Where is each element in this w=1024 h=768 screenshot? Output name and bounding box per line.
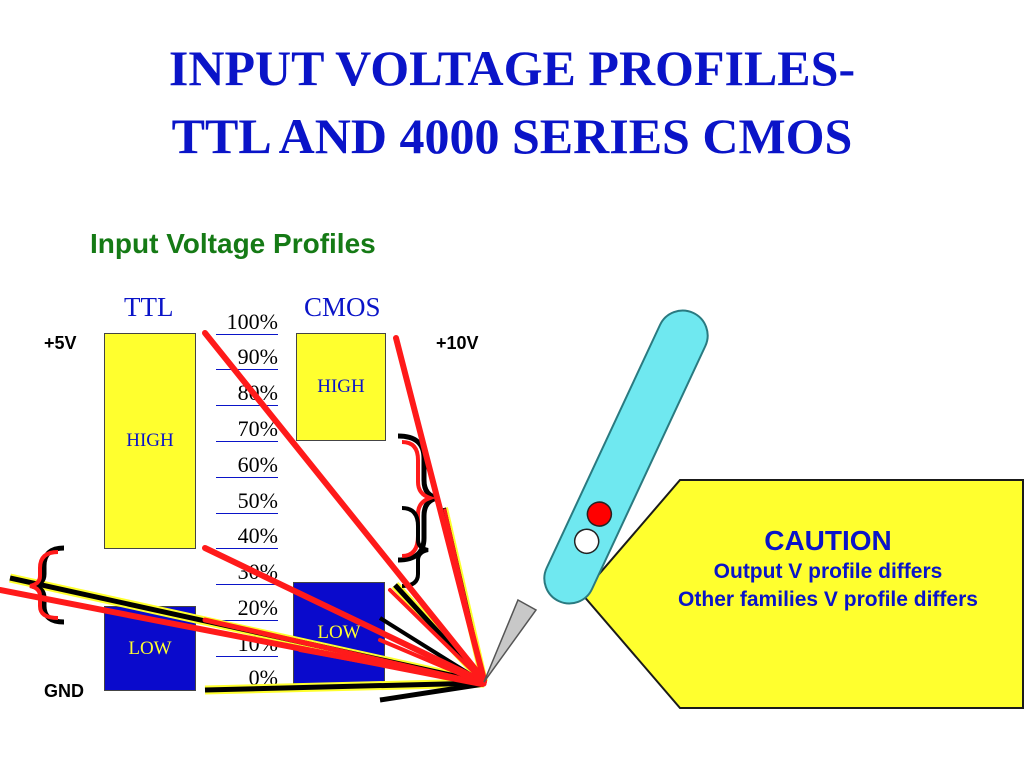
percent-tick-line bbox=[216, 620, 278, 621]
left-brace-icon bbox=[29, 550, 59, 620]
percent-tick-label: 60% bbox=[237, 452, 278, 477]
ttl-high-region: HIGH bbox=[104, 333, 196, 549]
percent-tick-label: 70% bbox=[237, 416, 278, 441]
percent-tick-line bbox=[216, 477, 278, 478]
cmos-heading: CMOS bbox=[304, 292, 381, 322]
percent-tick-label: 40% bbox=[237, 523, 278, 548]
cmos-high-label: HIGH bbox=[317, 376, 365, 397]
title-line-2: TTL AND 4000 SERIES CMOS bbox=[171, 108, 853, 164]
cmos-high-region: HIGH bbox=[296, 333, 386, 441]
percent-tick-line bbox=[216, 584, 278, 585]
ttl-gnd-label: GND bbox=[44, 681, 84, 701]
percent-tick-line bbox=[216, 405, 278, 406]
ttl-high-label: HIGH bbox=[126, 430, 174, 451]
ttl-top-voltage: +5V bbox=[44, 333, 77, 353]
probe-white-led-icon bbox=[573, 528, 600, 555]
percent-tick-label: 20% bbox=[237, 595, 278, 620]
ttl-heading: TTL bbox=[124, 292, 174, 322]
percent-tick-label: 50% bbox=[237, 488, 278, 513]
percent-tick-line bbox=[216, 656, 278, 657]
red-rays bbox=[0, 330, 487, 687]
percent-tick-line bbox=[216, 369, 278, 370]
percent-tick-line bbox=[216, 548, 278, 549]
percent-tick-label: 90% bbox=[237, 344, 278, 369]
right-brace-icon bbox=[401, 506, 429, 588]
logic-probe-icon bbox=[483, 309, 709, 683]
caution-line-1: Output V profile differs bbox=[713, 560, 943, 583]
caution-text-block: CAUTION Output V profile differs Other f… bbox=[632, 524, 1024, 614]
cmos-low-label: LOW bbox=[317, 622, 361, 643]
percent-tick-line bbox=[216, 513, 278, 514]
caution-line-2: Other families V profile differs bbox=[678, 588, 978, 611]
probe-red-led-icon bbox=[586, 501, 613, 527]
subtitle: Input Voltage Profiles bbox=[90, 228, 376, 259]
percent-tick-line bbox=[216, 441, 278, 442]
cmos-top-voltage: +10V bbox=[436, 333, 479, 353]
ttl-low-label: LOW bbox=[128, 637, 172, 659]
title-line-1: INPUT VOLTAGE PROFILES- bbox=[168, 40, 856, 96]
percent-tick-label: 100% bbox=[226, 309, 278, 334]
percent-tick-line bbox=[216, 334, 278, 335]
caution-heading: CAUTION bbox=[764, 525, 892, 556]
